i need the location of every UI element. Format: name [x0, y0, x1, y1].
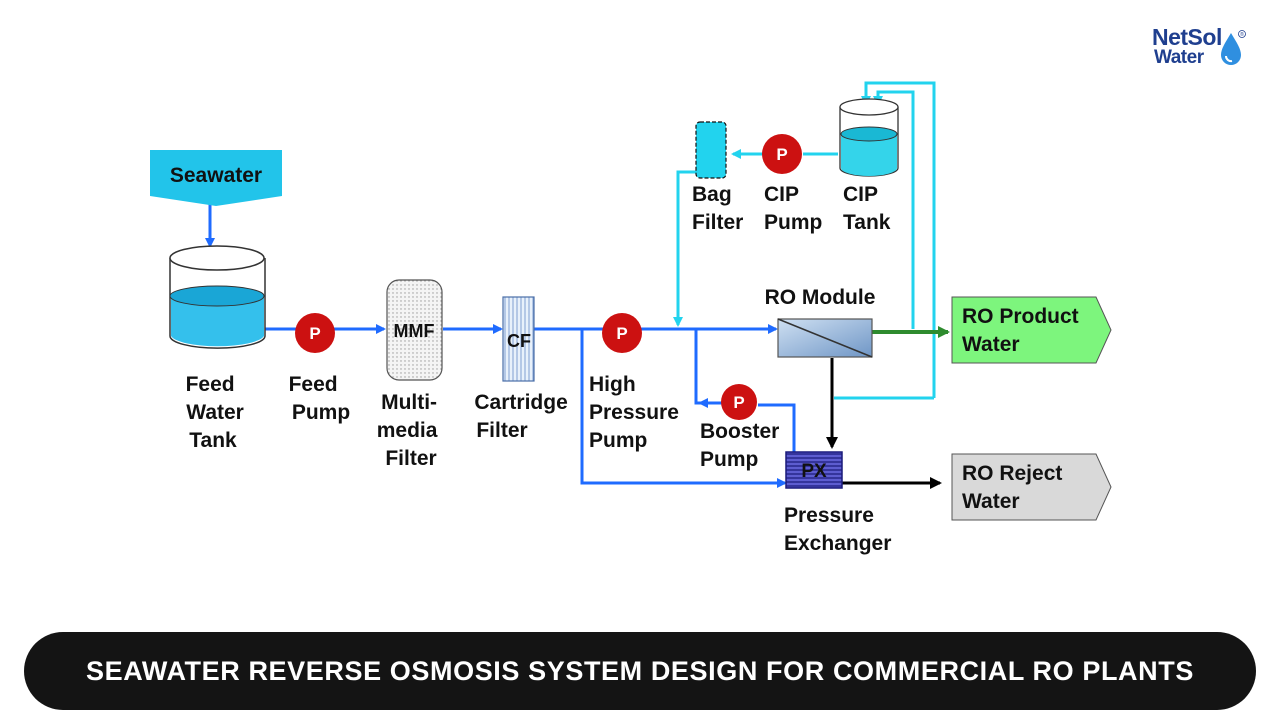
cip-pump-label: CIP Pump	[764, 183, 822, 234]
title-banner: SEAWATER REVERSE OSMOSIS SYSTEM DESIGN F…	[24, 632, 1256, 710]
high-pressure-pump: P	[602, 313, 642, 353]
booster-pump: P	[721, 384, 757, 420]
cartridge-filter-label: Cartridge Filter	[474, 391, 573, 442]
registered-mark: ®	[1240, 31, 1244, 38]
cip-flow-lines	[673, 81, 936, 400]
water-drop-icon: ®	[1221, 30, 1246, 65]
cip-pump: P	[762, 134, 802, 174]
ro-module	[777, 318, 873, 358]
svg-text:RO Reject Water: RO Reject Water	[962, 462, 1068, 513]
booster-flow-line	[698, 398, 796, 453]
feed-water-tank	[169, 245, 266, 349]
ro-product-water-output: RO Product Water	[951, 296, 1112, 364]
svg-text:P: P	[733, 393, 744, 412]
feed-pump: P	[295, 313, 335, 353]
high-pressure-pump-label: High Pressure Pump	[589, 373, 685, 452]
logo-line-1: NetSol	[1152, 24, 1222, 50]
seawater-label: Seawater	[170, 164, 262, 187]
multimedia-filter-label: Multi- media Filter	[377, 391, 444, 470]
mmf-box-label: MMF	[394, 321, 435, 341]
netsol-water-logo: NetSol Water ®	[1152, 22, 1252, 72]
seawater-source: Seawater	[150, 150, 282, 206]
pressure-exchanger: PX	[785, 451, 843, 489]
cf-box-label: CF	[507, 331, 531, 351]
feed-flow-lines	[205, 204, 787, 488]
feed-water-tank-label: Feed Water Tank	[186, 373, 250, 452]
ro-reject-water-output: RO Reject Water	[951, 453, 1112, 521]
ro-module-label: RO Module	[765, 286, 876, 309]
banner-title: SEAWATER REVERSE OSMOSIS SYSTEM DESIGN F…	[86, 655, 1194, 686]
pressure-exchanger-label: Pressure Exchanger	[784, 504, 891, 555]
svg-text:P: P	[309, 324, 320, 343]
svg-text:P: P	[616, 324, 627, 343]
px-box-label: PX	[801, 461, 827, 482]
bag-filter	[695, 121, 727, 179]
cip-tank	[839, 98, 899, 177]
cip-tank-label: CIP Tank	[843, 183, 891, 234]
bag-filter-label: Bag Filter	[692, 183, 743, 234]
booster-pump-label: Booster Pump	[700, 420, 785, 471]
svg-text:P: P	[776, 145, 787, 164]
cartridge-filter: CF	[502, 296, 535, 382]
multimedia-filter: MMF	[386, 279, 443, 381]
feed-pump-label: Feed Pump	[289, 373, 351, 424]
svg-text:RO Product Water: RO Product Water	[962, 305, 1085, 356]
logo-line-2: Water	[1154, 47, 1204, 68]
